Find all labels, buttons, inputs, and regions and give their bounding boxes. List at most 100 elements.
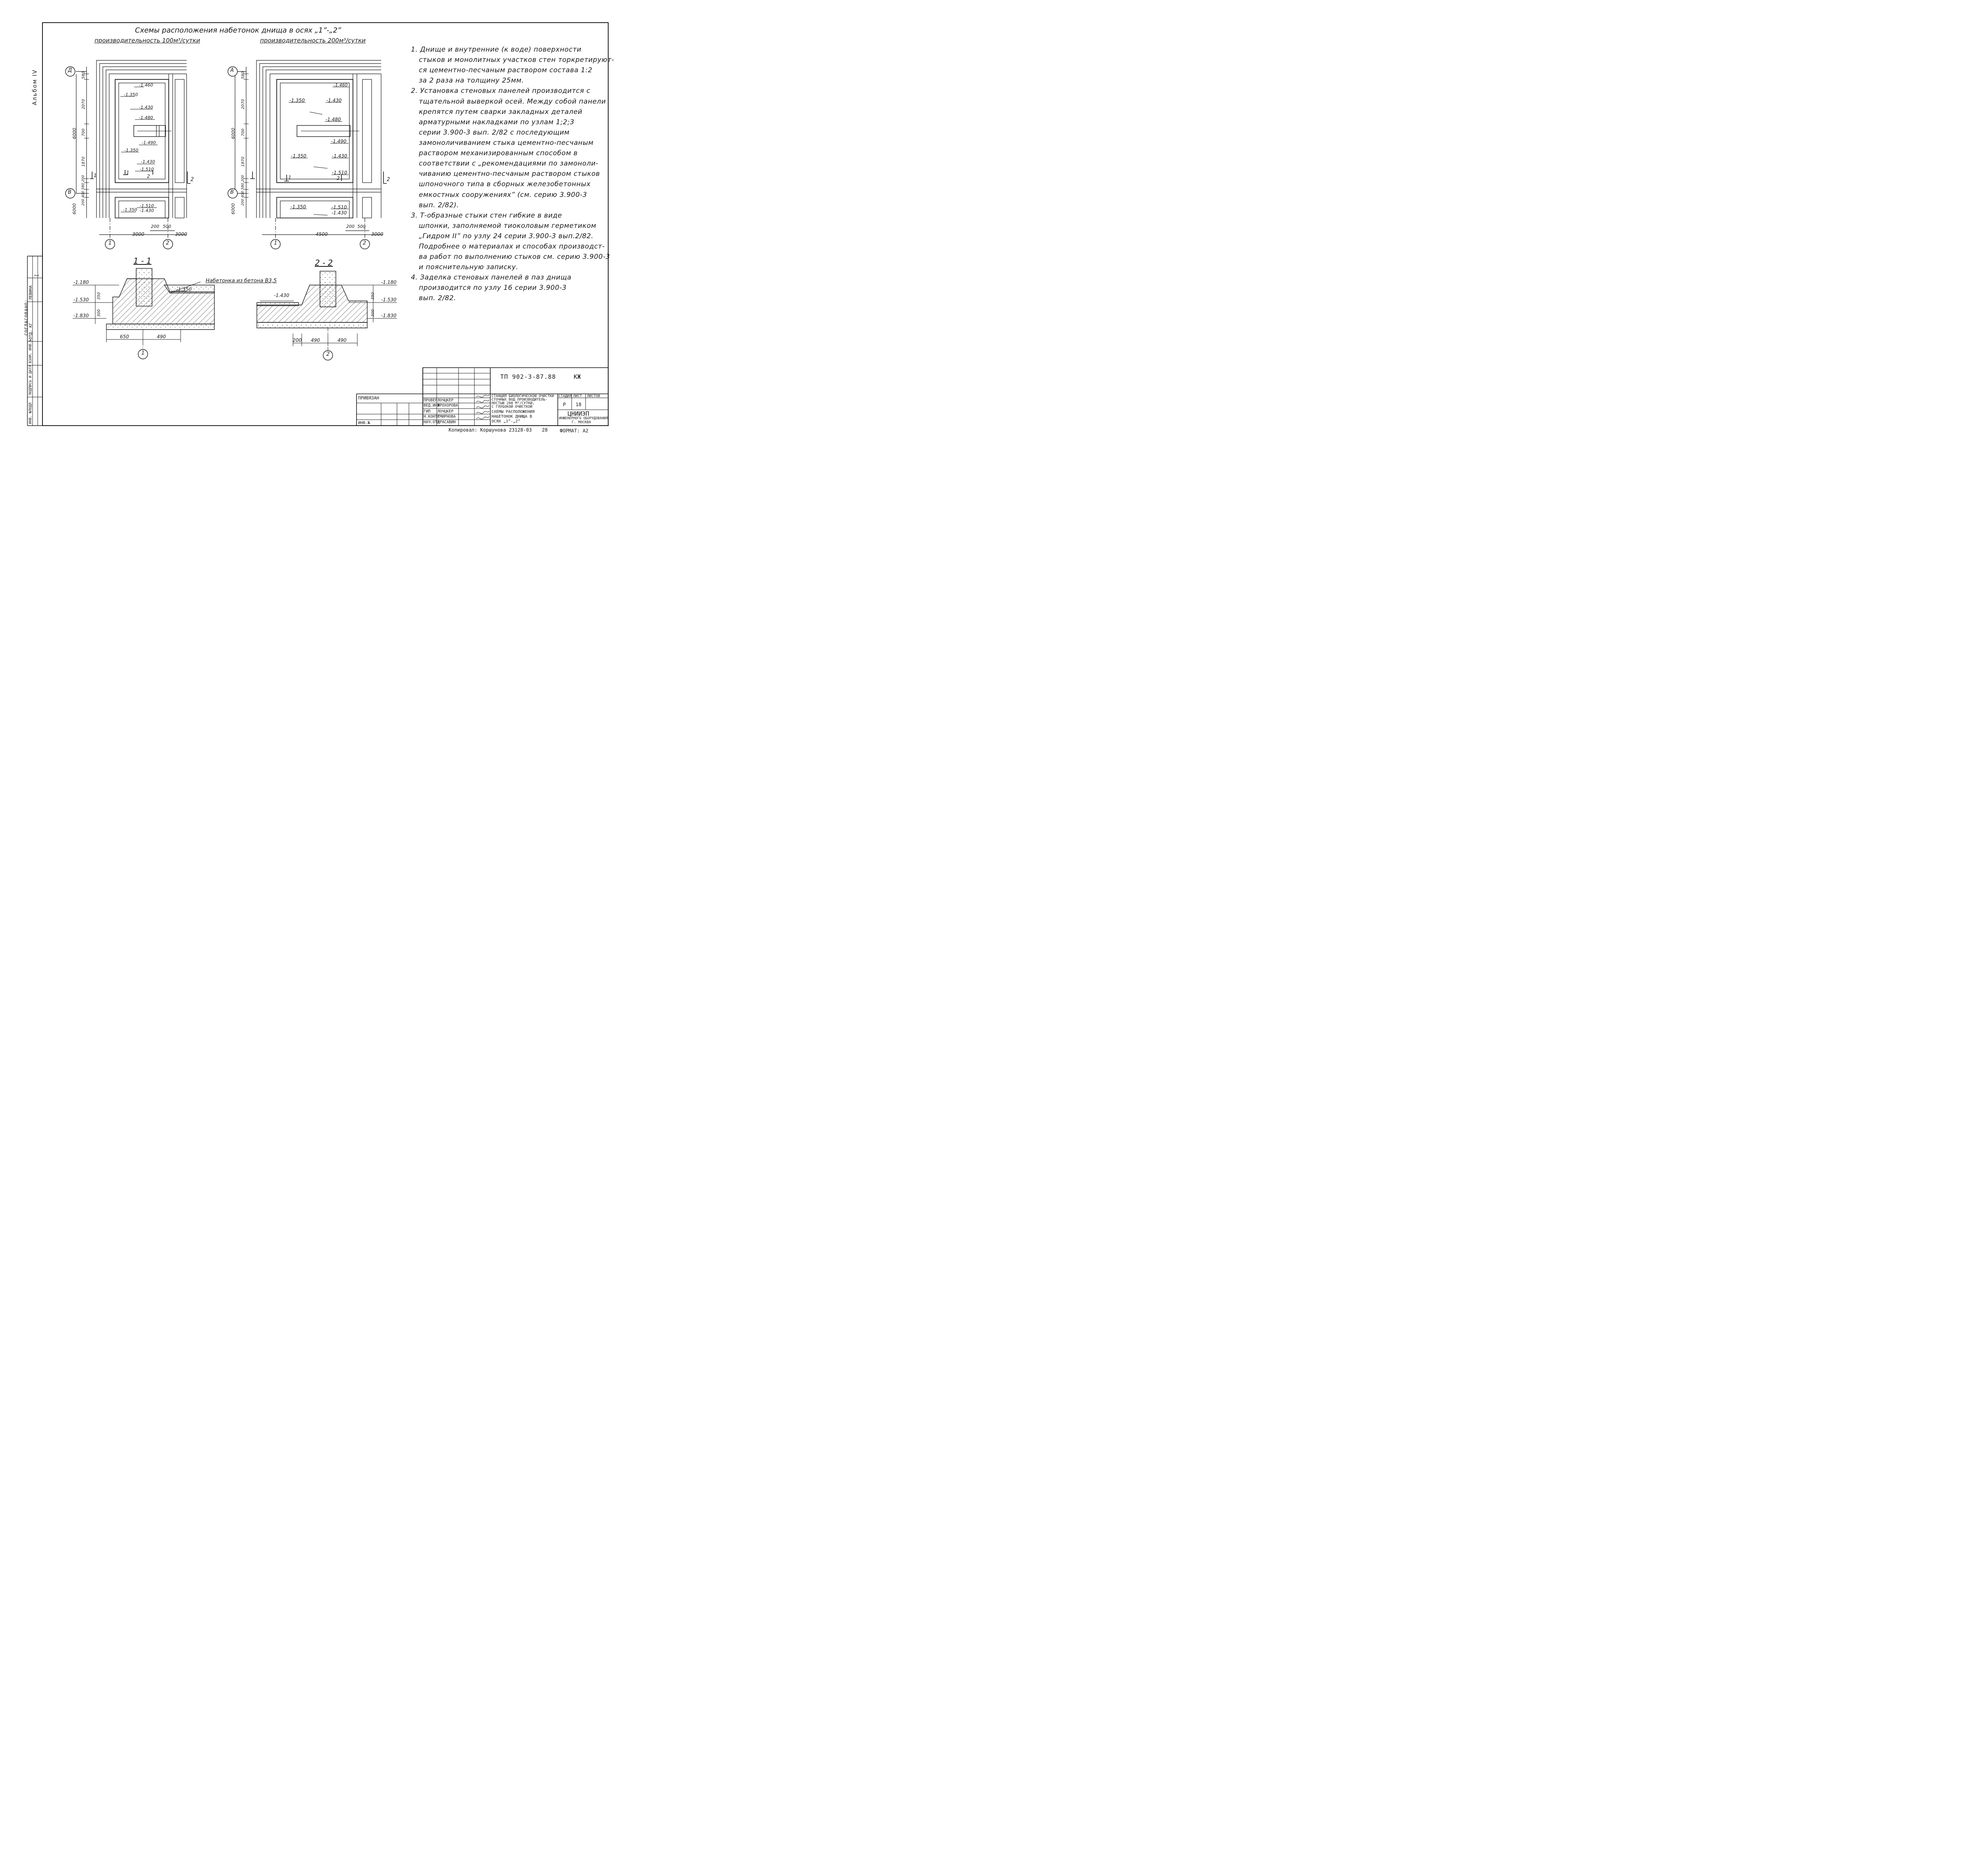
sheet-title: НАБЕТОНОК ДНИЩА В (491, 415, 532, 419)
level-label: -1.490 (142, 140, 156, 145)
org-name: ЦНИИЭП (568, 410, 590, 417)
format-label: ФОРМАТ: А2 (560, 428, 589, 434)
dim-label: 490 (157, 334, 166, 339)
bound-label: ПРИВЯЗАН (358, 395, 379, 401)
stamp-label: ИНВ. №ПОДЛ (29, 402, 33, 424)
level-label: -1.430 (332, 153, 347, 159)
dim-label: 490 (311, 337, 320, 343)
note-line: шпонки, заполняемой тиоколовым герметико… (419, 222, 596, 230)
plan-left-drawing (76, 60, 191, 239)
note-line: производится по узлу 16 серии 3.900-3 (419, 284, 567, 292)
section-1-label: 1 - 1 (133, 256, 152, 266)
dim-label: 200 (293, 337, 302, 343)
note-line: тщательной выверкой осей. Между собой па… (419, 98, 606, 106)
level-label: -1.510 (140, 203, 154, 208)
dim-label: 1870 (241, 156, 245, 167)
stamp-label: ВЗАМ. ИНВ.№ (29, 339, 33, 363)
note-line: замоноличиванием стыка цементно-песчаным (419, 139, 594, 147)
name-label: ЛОЧЦКЕР (437, 409, 454, 414)
level-label: -1.350 (291, 153, 306, 159)
note-line: ва работ по выполнению стыков см. серию … (419, 253, 610, 261)
stage-header: СТАДИЯ (559, 394, 572, 398)
note-line: 3. Т-образные стыки стен гибкие в виде (411, 212, 562, 220)
dim-label: 300 (371, 309, 375, 317)
project-text: СТОЧНЫХ ВОД ПРОИЗВОДИТЕЛЬ- (491, 398, 547, 402)
axis-label-bottom: В (68, 189, 71, 195)
drawing-mark: КЖ (574, 373, 581, 380)
level-label: -1.350 (176, 287, 192, 292)
note-line: чиванию цементно-песчаным раствором стык… (419, 170, 600, 178)
section-mark: 2 (387, 177, 390, 183)
axis-label-1: 1 (141, 350, 145, 356)
name-label: ПРОХОРОВА (437, 403, 458, 408)
name-label: СМИРНОВА (437, 415, 456, 419)
dim-label: 500 (357, 224, 366, 229)
role-label: ВЕД.ИНЖ (424, 403, 440, 408)
dim-label: 500 (163, 224, 171, 229)
sheet-title: СХЕМЫ РАСПОЛОЖЕНИЯ (491, 410, 535, 414)
note-line: вып. 2/82). (419, 201, 459, 209)
section-mark: 1 (288, 175, 291, 180)
dim-label: 400 (81, 191, 85, 198)
level-label: -1.830 (73, 313, 89, 318)
copied-by: Копировал: Коршунова 23128-03 (449, 427, 532, 433)
dim-label: 580 (81, 71, 86, 79)
dim-label: 580 (241, 71, 245, 79)
note-line: 1. Днище и внутренние (к воде) поверхнос… (411, 46, 582, 54)
project-text: СТАНЦИЯ БИОЛОГИЧЕСКОЙ ОЧИСТКИ (491, 394, 554, 398)
org-subtitle: ИНЖЕНЕРНОГО ОБОРУДОВАНИЯ (559, 416, 608, 420)
project-text: НОСТЬЮ 200 М³/СУТКИ, (491, 401, 535, 405)
stage-value: Р (563, 402, 566, 407)
note-line: и пояснительную записку. (419, 263, 518, 271)
note-line: 2. Установка стеновых панелей производит… (411, 87, 591, 95)
agreed-dept: ОТД. КГ (29, 322, 33, 339)
note-line: серии 3.900-3 вып. 2/82 с последующим (419, 129, 570, 137)
subtitle-right: производительность 200м³/сутки (260, 37, 366, 44)
axis-label-bottom: В (230, 189, 234, 195)
axis-label-2: 2 (326, 351, 330, 357)
dim-label: 650 (120, 334, 129, 339)
dim-label: 4500 (316, 231, 328, 237)
dim-label: 1870 (81, 156, 86, 167)
dim-label: 6000 (72, 128, 77, 139)
title-block-grid (356, 367, 609, 426)
dim-label: 6000 (231, 128, 236, 139)
dim-label: 580 (81, 183, 85, 190)
level-label: -1.430 (140, 208, 154, 213)
axis-label-1: 1 (108, 240, 112, 246)
level-label: -1.350 (124, 92, 138, 97)
concrete-callout: Набетонка из бетона В3,5 (206, 278, 277, 284)
note-line: емкостных сооружениях” (см. серию 3.900-… (419, 191, 587, 199)
axis-label-top: А (230, 67, 234, 73)
org-city: Г. МОСКВА (572, 420, 591, 424)
level-label: -1.350 (123, 207, 137, 212)
dim-label: 6000 (231, 203, 236, 214)
level-label: -1.510 (331, 204, 347, 210)
dim-label: 2070 (241, 99, 245, 109)
dim-label: 200 (151, 224, 159, 229)
drawing-sheet (27, 22, 609, 426)
note-line: арматурными накладками по узлам 1;2;3 (419, 118, 574, 126)
level-label: -1.350 (289, 98, 305, 103)
section-2-label: 2 - 2 (315, 258, 333, 268)
agreed-name: ЛЕВИНА (29, 285, 33, 300)
level-label: -1.180 (381, 280, 397, 285)
dim-label: 490 (337, 337, 347, 343)
section-mark: 1 (126, 170, 129, 175)
dim-label: 200 (346, 224, 355, 229)
dim-label: 6000 (72, 203, 77, 214)
role-label: НАЧ.ОТД (424, 420, 440, 424)
role-label: Н.КОНТР (424, 415, 440, 419)
role-label: ПРОВЕР (424, 398, 437, 403)
dim-label: 3000 (175, 231, 187, 237)
dim-label: 300 (97, 309, 101, 317)
dim-label: 350 (97, 292, 101, 300)
note-line: 4. Заделка стеновых панелей в паз днища (411, 274, 572, 281)
note-line: соответствии с „рекомендациями по замоно… (419, 160, 599, 168)
level-label: -1.460 (333, 83, 348, 88)
dim-label: 200 (81, 175, 85, 182)
level-label: -1.430 (139, 105, 153, 110)
note-line: раствором механизированным способом в (419, 149, 578, 157)
note-line: „Гидром II” по узлу 24 серии 3.900-3 вып… (419, 232, 594, 240)
sheets-header: ЛИСТОВ (587, 394, 600, 398)
